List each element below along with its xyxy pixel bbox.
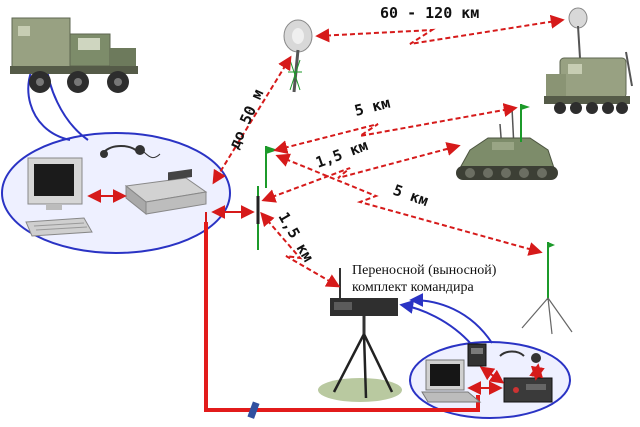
caption-line2: комплект командира xyxy=(352,280,475,295)
monitor-icon xyxy=(27,157,83,210)
tripod-radio-icon xyxy=(318,268,402,402)
kit-modem-icon xyxy=(503,377,553,403)
link-long-range xyxy=(315,14,565,45)
link-50m xyxy=(212,55,292,185)
link-to-tripod-line-2 xyxy=(409,293,493,344)
handset-radio-icon xyxy=(467,343,487,367)
range-long-label: 60 - 120 км xyxy=(380,4,479,22)
headset-icon xyxy=(100,145,161,159)
link-5km-mid xyxy=(275,153,543,256)
flag-antenna-right-icon xyxy=(520,104,530,142)
station-vehicle-icon xyxy=(544,51,633,114)
link-5km-top xyxy=(273,103,518,155)
range-50m-label: до 50 м xyxy=(225,87,267,152)
command-truck-icon xyxy=(10,17,138,93)
flag-antenna-upper-icon xyxy=(265,146,278,188)
dish-antenna-right-icon xyxy=(568,7,588,59)
link-15km-low xyxy=(260,211,341,288)
caption-line1: Переносной (выносной) xyxy=(352,263,497,278)
tracked-vehicle-icon xyxy=(456,107,558,180)
dish-antenna-left-icon xyxy=(283,19,313,93)
range-5km-top-label: 5 км xyxy=(353,94,392,120)
range-15km-top-label: 1,5 км xyxy=(313,136,370,171)
range-5km-mid-label: 5 км xyxy=(391,181,431,210)
keyboard-icon xyxy=(25,217,93,237)
kit-headset-icon xyxy=(499,350,541,363)
range-15km-low-label: 1,5 км xyxy=(275,209,318,265)
link-to-tripod-line xyxy=(399,299,473,346)
link-handset-modem xyxy=(479,366,505,384)
mast-antenna-icon xyxy=(521,242,573,335)
modem-unit-icon xyxy=(124,169,208,216)
cable-connector-icon xyxy=(247,401,260,419)
link-headset-modem xyxy=(529,363,545,381)
laptop-icon xyxy=(421,359,482,403)
